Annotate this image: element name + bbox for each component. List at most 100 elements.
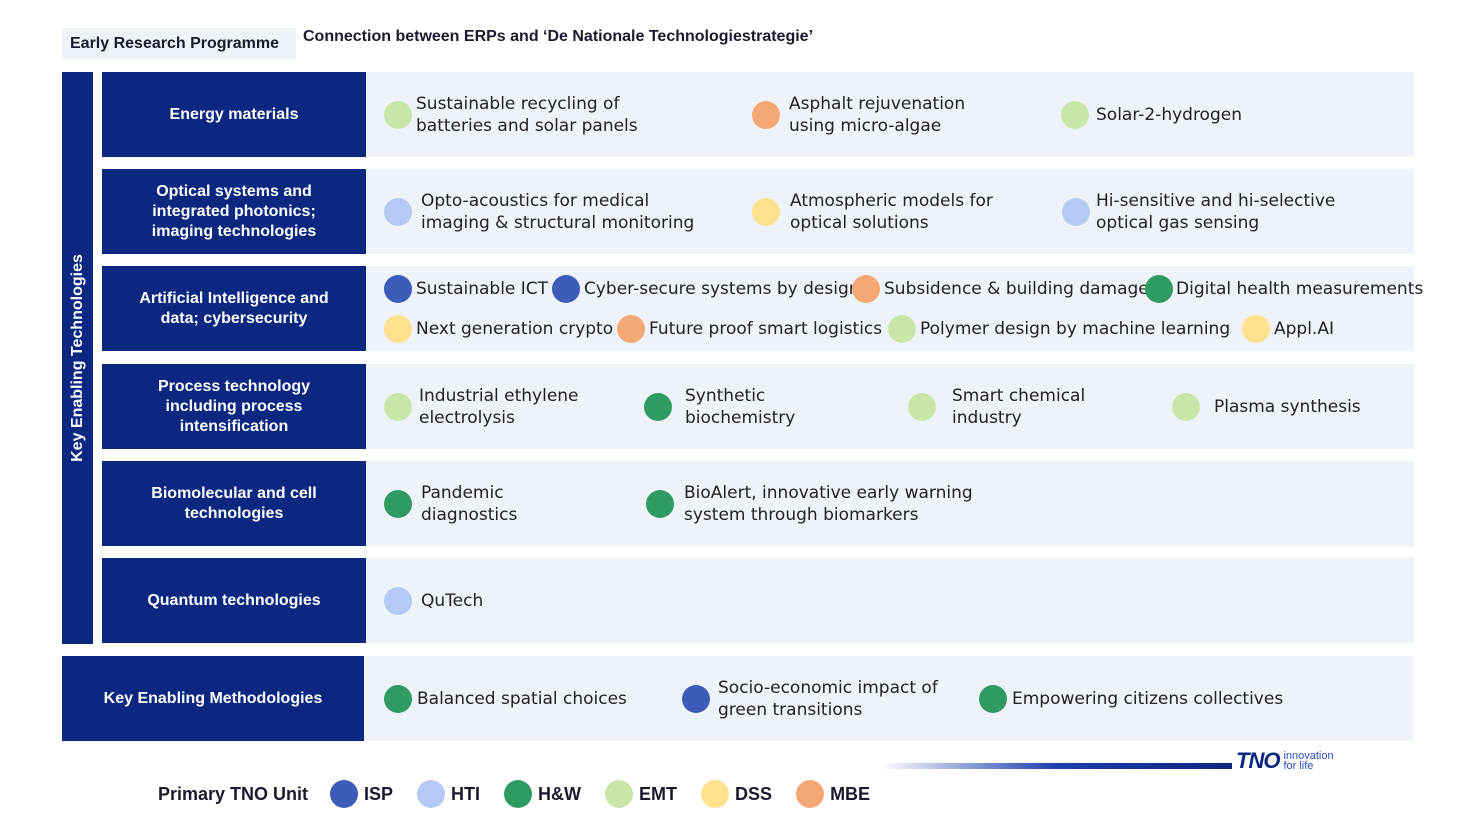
- list-item: Solar-2-hydrogen: [1061, 100, 1242, 129]
- legend-unit: H&W: [538, 783, 582, 804]
- unit-dot-icon: [852, 274, 880, 303]
- slide-title: Connection between ERPs and ‘De National…: [303, 28, 814, 45]
- list-item: Cyber-secure systems by design: [552, 274, 860, 303]
- decorative-gradient-line: [880, 763, 1232, 769]
- item-text: BioAlert, innovative early warning syste…: [684, 482, 973, 525]
- unit-dot-icon: [752, 100, 780, 129]
- unit-dot-icon: [888, 314, 916, 343]
- technology-row: QuTech: [366, 558, 1414, 643]
- legend-unit: ISP: [364, 783, 394, 804]
- list-item: Asphalt rejuvenation using micro-algae: [752, 93, 965, 137]
- technology-label: Biomolecular and cell technologies: [102, 461, 366, 546]
- unit-dot-icon: [1172, 392, 1200, 421]
- methodologies-row: Balanced spatial choices Socio-economic i…: [364, 656, 1413, 741]
- key-enabling-technologies-bar: Key Enabling Technologies: [62, 72, 93, 644]
- item-text: Sustainable ICT: [416, 278, 549, 299]
- list-item: Balanced spatial choices: [384, 684, 627, 713]
- item-text: Polymer design by machine learning: [920, 318, 1231, 339]
- legend: Primary TNO Unit ISP HTI H&W EMT DSS MBE: [158, 780, 894, 808]
- item-text: Smart chemical industry: [952, 385, 1086, 428]
- legend-dot-icon: [796, 780, 825, 808]
- list-item: Pandemic diagnostics: [384, 482, 517, 526]
- item-text: Future proof smart logistics: [649, 318, 883, 339]
- legend-dot-icon: [701, 780, 730, 808]
- technology-row: Opto-acoustics for medical imaging & str…: [366, 169, 1414, 254]
- item-text: Socio-economic impact of green transitio…: [718, 677, 938, 720]
- list-item: Subsidence & building damage: [852, 274, 1149, 303]
- technology-label: Process technology including process int…: [102, 364, 366, 449]
- list-item: Socio-economic impact of green transitio…: [682, 677, 938, 721]
- item-text: Asphalt rejuvenation using micro-algae: [789, 93, 966, 136]
- item-text: Solar-2-hydrogen: [1096, 104, 1242, 125]
- unit-dot-icon: [617, 314, 645, 343]
- unit-dot-icon: [1242, 314, 1270, 343]
- list-item: Digital health measurements: [1145, 274, 1424, 303]
- unit-dot-icon: [384, 392, 412, 421]
- technology-label: Quantum technologies: [102, 558, 366, 643]
- list-item: Sustainable ICT: [384, 274, 549, 303]
- programme-tag: Early Research Programme: [62, 28, 296, 59]
- unit-dot-icon: [552, 274, 580, 303]
- technology-label: Energy materials: [102, 72, 366, 157]
- legend-dot-icon: [417, 780, 446, 808]
- unit-dot-icon: [1062, 197, 1090, 226]
- list-item: Sustainable recycling of batteries and s…: [384, 93, 638, 137]
- item-text: Opto-acoustics for medical imaging & str…: [421, 190, 695, 233]
- item-text: Balanced spatial choices: [417, 688, 627, 709]
- unit-dot-icon: [908, 392, 936, 421]
- unit-dot-icon: [384, 197, 412, 226]
- technology-row: Sustainable ICT Cyber-secure systems by d…: [366, 266, 1423, 351]
- item-text: Hi-sensitive and hi-selective optical ga…: [1096, 190, 1336, 233]
- list-item: Next generation crypto: [384, 314, 614, 343]
- item-text: Atmospheric models for optical solutions: [790, 190, 993, 233]
- legend-dot-icon: [605, 780, 634, 808]
- unit-dot-icon: [384, 586, 412, 615]
- technology-label: Artificial Intelligence and data; cybers…: [102, 266, 366, 351]
- unit-dot-icon: [384, 274, 412, 303]
- list-item: BioAlert, innovative early warning syste…: [646, 482, 973, 526]
- unit-dot-icon: [646, 489, 674, 518]
- item-text: QuTech: [421, 590, 484, 611]
- unit-dot-icon: [384, 489, 412, 518]
- unit-dot-icon: [752, 197, 780, 226]
- methodologies-label: Key Enabling Methodologies: [62, 656, 364, 741]
- list-item: Empowering citizens collectives: [979, 684, 1284, 713]
- legend-unit: EMT: [639, 783, 678, 804]
- unit-dot-icon: [384, 314, 412, 343]
- list-item: Industrial ethylene electrolysis: [384, 385, 579, 429]
- list-item: QuTech: [384, 586, 484, 615]
- legend-dot-icon: [330, 780, 359, 808]
- list-item: Opto-acoustics for medical imaging & str…: [384, 190, 694, 234]
- item-text: Cyber-secure systems by design: [584, 278, 860, 299]
- item-text: Industrial ethylene electrolysis: [419, 385, 579, 428]
- item-text: Synthetic biochemistry: [685, 385, 796, 428]
- item-text: Plasma synthesis: [1214, 396, 1361, 417]
- list-item: Polymer design by machine learning: [888, 314, 1231, 343]
- unit-dot-icon: [384, 100, 412, 129]
- unit-dot-icon: [384, 684, 412, 713]
- item-text: Appl.AI: [1274, 318, 1334, 339]
- unit-dot-icon: [644, 392, 672, 421]
- legend-unit: HTI: [451, 783, 481, 804]
- list-item: Appl.AI: [1242, 314, 1334, 343]
- technology-label: Optical systems and integrated photonics…: [102, 169, 366, 254]
- legend-title: Primary TNO Unit: [158, 783, 309, 804]
- item-text: Digital health measurements: [1176, 278, 1424, 299]
- technology-row: Industrial ethylene electrolysis Syntheti…: [366, 364, 1414, 449]
- item-text: Empowering citizens collectives: [1012, 688, 1284, 709]
- technology-row: Sustainable recycling of batteries and s…: [366, 72, 1414, 157]
- unit-dot-icon: [1061, 100, 1089, 129]
- legend-unit: MBE: [830, 783, 871, 804]
- item-text: Sustainable recycling of batteries and s…: [416, 93, 638, 136]
- item-text: Subsidence & building damage: [884, 278, 1149, 299]
- legend-unit: DSS: [735, 783, 773, 804]
- item-text: Next generation crypto: [416, 318, 614, 339]
- technology-row: Pandemic diagnostics BioAlert, innovative…: [366, 461, 1414, 546]
- unit-dot-icon: [1145, 274, 1173, 303]
- list-item: Plasma synthesis: [1172, 392, 1361, 421]
- legend-dot-icon: [504, 780, 533, 808]
- list-item: Future proof smart logistics: [617, 314, 883, 343]
- unit-dot-icon: [682, 684, 710, 713]
